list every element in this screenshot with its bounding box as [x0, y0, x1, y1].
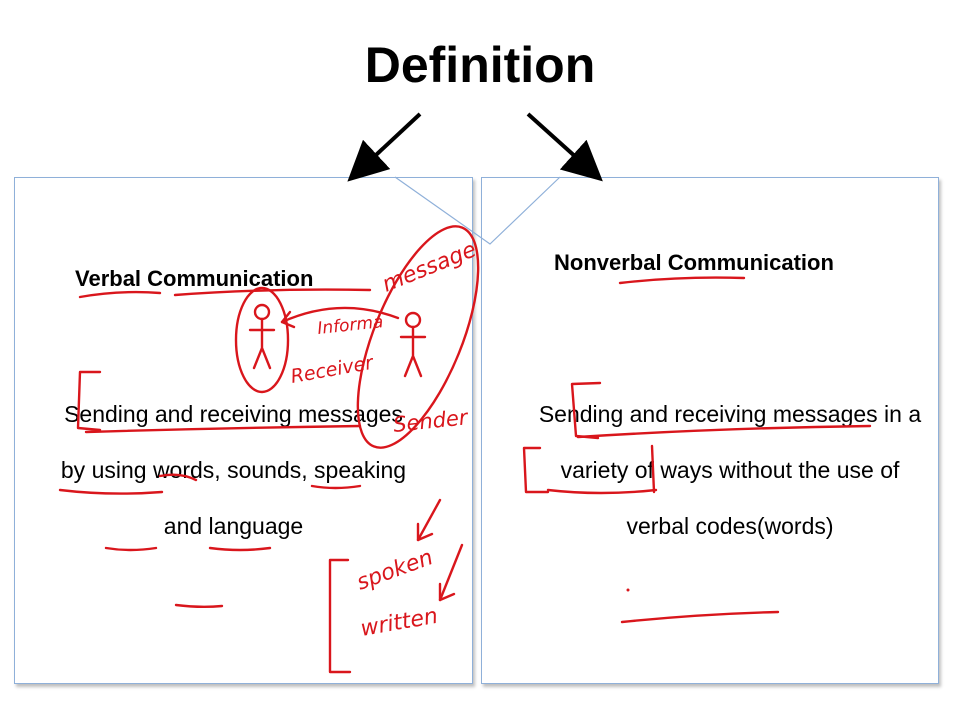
- slide-title: Definition: [364, 37, 596, 93]
- nonverbal-communication-box: Nonverbal Communication Sending and rece…: [481, 177, 939, 684]
- verbal-communication-description: Sending and receiving messages by using …: [60, 401, 407, 539]
- verbal-communication-heading: Verbal Communication: [75, 266, 314, 291]
- arrow-to-nonverbal-icon: [526, 112, 603, 182]
- verbal-communication-box: Verbal Communication Sending and receivi…: [14, 177, 473, 684]
- nonverbal-communication-description: Sending and receiving messages in a vari…: [538, 401, 922, 539]
- arrow-to-verbal-icon: [347, 112, 422, 182]
- nonverbal-communication-heading: Nonverbal Communication: [554, 250, 834, 275]
